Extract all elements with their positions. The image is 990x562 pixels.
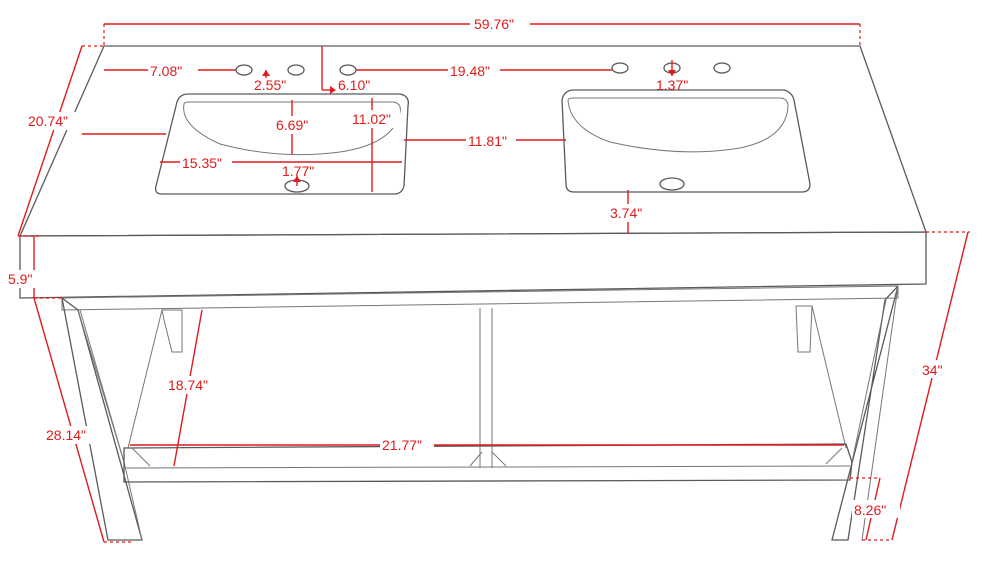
left-basin [154, 93, 409, 195]
basin-depth-label-bg [274, 116, 320, 134]
dimension-lines [17, 23, 970, 543]
top-thickness-label: 5.9" [8, 271, 32, 287]
faucet-centers-label: 19.48" [450, 63, 490, 79]
leg-height-line [33, 297, 105, 543]
right-inner-frame [811, 305, 847, 449]
basin-depth-label: 6.69" [276, 117, 308, 133]
drain-offset-label: 1.77" [282, 163, 314, 179]
left-faucet-hole-3 [339, 64, 357, 76]
shelf-height-label-bg [852, 500, 900, 518]
basin-length-label-bg [180, 154, 232, 172]
right-faucet-hole-1 [611, 62, 629, 74]
total-height-label: 34" [922, 362, 943, 378]
total-height-line [891, 231, 969, 541]
apron [61, 285, 899, 311]
basin-length-label: 15.35" [182, 155, 222, 171]
right-basin-rim [561, 89, 811, 193]
hole-spacing-arrow [262, 70, 270, 76]
bottom-shelf [123, 443, 853, 483]
top-thickness-label-bg [6, 270, 48, 288]
right-basin-drain [659, 177, 685, 191]
faucet-offset-arrow [330, 86, 336, 94]
faucet-left-edge-label-bg [148, 62, 198, 80]
right-front-leg [831, 285, 899, 541]
faucet-left-edge-label: 7.08" [150, 63, 182, 79]
leg-height-label: 28.14" [46, 427, 86, 443]
right-rear-leg-stub [795, 305, 813, 353]
left-inner-frame [79, 309, 125, 463]
countertop-front-face [19, 231, 927, 299]
leg-height-label-bg [44, 426, 100, 444]
overall-width-label-bg [470, 14, 530, 32]
left-rear-leg-stub [161, 309, 183, 353]
right-faucet-offset-label: 1.37" [656, 77, 688, 93]
shelf-clearance-label: 18.74" [168, 377, 208, 393]
left-leg-lower-edge [123, 461, 143, 541]
arrowheads [262, 70, 676, 182]
shelf-corner-center-right [491, 451, 507, 467]
basin-front-back-label-bg [350, 110, 400, 128]
shelf-corner-left [131, 447, 151, 467]
hole-spacing-label: 2.55" [254, 77, 286, 93]
shelf-width-label: 21.77" [382, 437, 422, 453]
right-frame-edge [851, 299, 887, 463]
faucet-centers-label-bg [448, 62, 500, 80]
shelf-clearance-label-bg [166, 376, 218, 394]
basin-front-back-value: 11.02" [352, 111, 391, 127]
dimension-labels: 59.76" 20.74" 5.9" 34" 28.14" 18.74" 8.2… [6, 14, 956, 518]
faucet-offset-label: 6.10" [338, 77, 370, 93]
left-faucet-hole-1 [235, 64, 253, 76]
right-faucet-hole-3 [713, 62, 731, 74]
drain-offset-arrow [293, 176, 301, 182]
shelf-height-label: 8.26" [854, 502, 886, 518]
left-faucet-hole-2 [287, 64, 305, 76]
front-to-drain-label-bg [608, 204, 652, 222]
shelf-corner-right [825, 447, 843, 465]
shelf-width-label-bg [380, 436, 434, 454]
depth-label: 20.74" [28, 113, 68, 129]
left-front-leg [61, 296, 143, 541]
right-faucet-arrow [668, 70, 676, 76]
basin-gap-label: 11.81" [468, 133, 507, 149]
overall-width-label: 59.76" [474, 16, 514, 32]
shelf-corner-center-left [469, 451, 483, 467]
front-to-drain-label: 3.74" [610, 205, 642, 221]
total-height-label-bg [920, 360, 956, 378]
depth-line [17, 45, 83, 237]
vanity-outline [18, 45, 927, 541]
right-basin [561, 89, 811, 193]
left-rear-leg-edge [127, 309, 163, 449]
basin-gap-label-bg [466, 132, 516, 150]
depth-label-bg [26, 112, 82, 130]
shelf-front-edge [123, 465, 851, 469]
right-leg-outer-edge [861, 285, 899, 541]
right-basin-bowl [567, 97, 789, 153]
